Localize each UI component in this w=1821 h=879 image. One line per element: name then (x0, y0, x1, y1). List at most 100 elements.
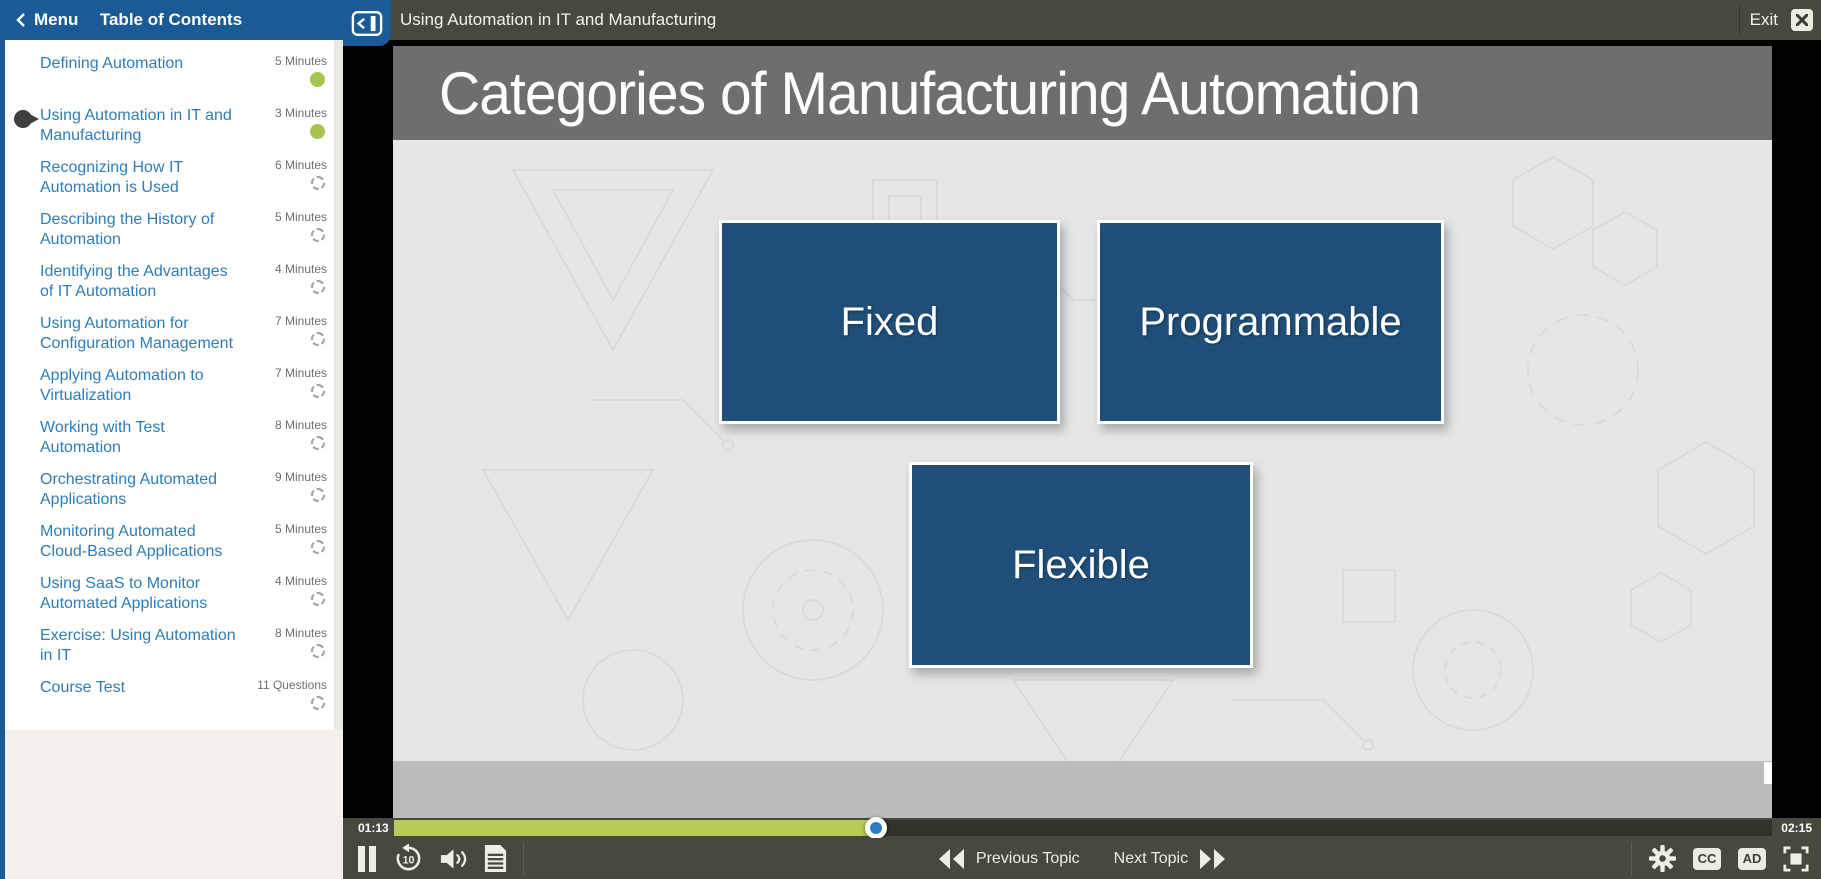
sidebar-item-10[interactable]: Monitoring Automated Cloud-Based Applica… (5, 522, 343, 562)
progress-row: 01:13 02:15 (343, 817, 1821, 839)
volume-button[interactable] (439, 846, 468, 872)
category-box-programmable: Programmable (1097, 220, 1444, 424)
fullscreen-icon (1783, 845, 1809, 872)
audio-description-button[interactable]: AD (1738, 847, 1766, 870)
current-topic-pointer-icon (13, 109, 40, 134)
collapse-sidebar-button[interactable] (343, 0, 391, 46)
closed-captions-button[interactable]: CC (1693, 847, 1721, 870)
sidebar-item-11[interactable]: Using SaaS to Monitor Automated Applicat… (5, 574, 343, 614)
next-topic-label: Next Topic (1113, 849, 1189, 867)
close-icon (1796, 14, 1808, 26)
sidebar-item-7[interactable]: Applying Automation to Virtualization 7 … (5, 366, 343, 406)
rewind-10-button[interactable]: 10 (393, 843, 424, 874)
sidebar-item-1[interactable]: Defining Automation 5 Minutes (5, 54, 343, 94)
sidebar-item-status-icon (311, 384, 325, 398)
player-controls: 10 (343, 838, 1821, 879)
sidebar-item-status-icon (311, 540, 325, 554)
toc-panel-title: Table of Contents (99, 10, 243, 29)
video-stage[interactable]: Categories of Manufacturing Automation F… (343, 40, 1821, 818)
sidebar-item-label[interactable]: Exercise: Using Automation in IT (40, 627, 236, 664)
sidebar-item-status-icon (311, 592, 325, 606)
toc-scrollbar[interactable] (334, 40, 343, 730)
menu-label: Menu (34, 10, 79, 29)
sidebar-item-6[interactable]: Using Automation for Configuration Manag… (5, 314, 343, 354)
total-time: 02:15 (1781, 821, 1812, 835)
close-button[interactable] (1791, 9, 1813, 31)
sidebar-item-duration: 6 Minutes (274, 158, 327, 172)
sidebar-item-label[interactable]: Working with Test Automation (40, 419, 165, 456)
sidebar-item-13[interactable]: Course Test 11 Questions (5, 678, 343, 718)
sidebar-item-duration: 5 Minutes (274, 54, 327, 68)
panel-collapse-left-icon (351, 10, 383, 36)
sidebar-item-label[interactable]: Course Test (40, 679, 126, 696)
sidebar-item-2[interactable]: Using Automation in IT and Manufacturing… (5, 106, 343, 146)
table-of-contents-sidebar: Defining Automation 5 Minutes Using Auto… (0, 40, 343, 879)
sidebar-item-5[interactable]: Identifying the Advantages of IT Automat… (5, 262, 343, 302)
sidebar-item-duration: 9 Minutes (274, 470, 327, 484)
volume-icon (440, 848, 467, 869)
sidebar-item-duration: 7 Minutes (274, 366, 327, 380)
sidebar-item-duration: 4 Minutes (274, 574, 327, 588)
previous-icon (938, 848, 964, 869)
category-label: Fixed (840, 299, 939, 344)
sidebar-item-label[interactable]: Applying Automation to Virtualization (40, 367, 204, 404)
previous-topic-label: Previous Topic (975, 849, 1080, 867)
slide-scrollbar-thumb[interactable] (1764, 762, 1772, 784)
previous-topic-button[interactable]: Previous Topic (938, 848, 1080, 870)
sidebar-item-label[interactable]: Monitoring Automated Cloud-Based Applica… (40, 523, 223, 560)
sidebar-item-label[interactable]: Defining Automation (40, 55, 184, 72)
sidebar-item-duration: 8 Minutes (274, 626, 327, 640)
sidebar-item-duration: 4 Minutes (274, 262, 327, 276)
settings-button[interactable] (1649, 845, 1676, 872)
sidebar-item-label[interactable]: Orchestrating Automated Applications (40, 471, 217, 508)
sidebar-item-label[interactable]: Using Automation for Configuration Manag… (40, 315, 234, 352)
pause-icon (358, 845, 376, 872)
slide: Categories of Manufacturing Automation F… (393, 46, 1772, 818)
sidebar-item-9[interactable]: Orchestrating Automated Applications 9 M… (5, 470, 343, 510)
sidebar-item-status-icon (311, 280, 325, 294)
topbar-divider (1739, 6, 1740, 34)
slide-bottom-band (393, 761, 1772, 818)
category-label: Flexible (1012, 542, 1150, 587)
sidebar-item-3[interactable]: Recognizing How IT Automation is Used 6 … (5, 158, 343, 198)
sidebar-item-label[interactable]: Recognizing How IT Automation is Used (40, 159, 183, 196)
top-bar: Menu Table of Contents Using Automation … (0, 0, 1821, 46)
sidebar-item-duration: 11 Questions (257, 678, 327, 692)
pause-button[interactable] (356, 845, 378, 873)
sidebar-item-4[interactable]: Describing the History of Automation 5 M… (5, 210, 343, 250)
category-box-fixed: Fixed (719, 220, 1060, 424)
next-icon (1200, 848, 1226, 869)
category-label: Programmable (1139, 299, 1402, 344)
menu-button[interactable]: Menu (16, 0, 78, 40)
fullscreen-button[interactable] (1783, 845, 1809, 872)
current-time: 01:13 (358, 821, 389, 835)
seek-bar[interactable] (394, 817, 1772, 839)
sidebar-item-label[interactable]: Using Automation in IT and Manufacturing (40, 107, 232, 144)
sidebar-header (0, 0, 343, 40)
sidebar-item-status-icon (310, 72, 325, 87)
sidebar-item-12[interactable]: Exercise: Using Automation in IT 8 Minut… (5, 626, 343, 666)
controls-divider (1631, 841, 1632, 876)
sidebar-item-status-icon (311, 228, 325, 242)
sidebar-item-status-icon (311, 488, 325, 502)
sidebar-item-status-icon (311, 176, 325, 190)
sidebar-item-label[interactable]: Identifying the Advantages of IT Automat… (40, 263, 228, 300)
sidebar-item-8[interactable]: Working with Test Automation 8 Minutes (5, 418, 343, 458)
sidebar-item-duration: 5 Minutes (274, 522, 327, 536)
sidebar-item-status-icon (311, 332, 325, 346)
sidebar-item-status-icon (311, 696, 325, 710)
toc-list: Defining Automation 5 Minutes Using Auto… (5, 40, 343, 730)
sidebar-item-label[interactable]: Using SaaS to Monitor Automated Applicat… (40, 575, 208, 612)
exit-button[interactable]: Exit (1749, 10, 1778, 29)
seek-bar-fill (394, 820, 877, 836)
sidebar-item-label[interactable]: Describing the History of Automation (40, 211, 215, 248)
svg-text:10: 10 (403, 854, 415, 866)
gear-icon (1649, 845, 1676, 872)
next-topic-button[interactable]: Next Topic (1114, 848, 1226, 870)
category-box-flexible: Flexible (909, 462, 1253, 668)
sidebar-item-status-icon (310, 124, 325, 139)
sidebar-item-duration: 7 Minutes (274, 314, 327, 328)
transcript-button[interactable] (483, 844, 508, 873)
seek-handle[interactable] (865, 817, 888, 839)
slide-title: Categories of Manufacturing Automation (439, 59, 1421, 127)
